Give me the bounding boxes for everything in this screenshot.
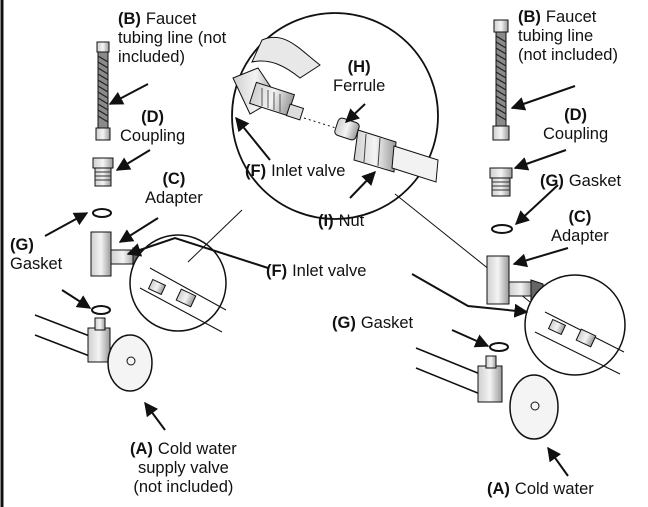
arrow-inlet-valve-detail	[235, 116, 271, 161]
arrow-left-adapter	[118, 217, 159, 243]
zoom-line-left	[187, 209, 243, 263]
arrow-left-cold-water	[144, 401, 166, 431]
arrow-right-gasket-top	[514, 184, 559, 225]
arrow-right-cold-water	[547, 446, 569, 477]
arrow-ferrule	[344, 103, 366, 123]
arrow-right-coupling	[513, 149, 567, 171]
label-right-gasket-bottom: (G)Gasket	[332, 314, 414, 332]
arrow-right-inlet-valve	[411, 273, 529, 318]
arrow-right-tubing	[510, 85, 576, 111]
center-magnified-detail	[231, 12, 439, 220]
arrow-left-gasket-top	[44, 212, 89, 237]
arrow-nut	[349, 170, 376, 199]
label-left-cold-water: (A)Cold water supply valve (not included…	[130, 440, 237, 496]
left-coupling	[92, 157, 114, 187]
label-left-faucet-tubing: (B)Faucet tubing line (not included)	[118, 10, 227, 66]
leader-arrows	[44, 83, 576, 477]
left-cold-water-valve	[34, 314, 153, 392]
right-faucet-tubing-line	[492, 19, 510, 141]
label-inlet-valve-detail: (F)Inlet valve	[245, 162, 346, 180]
label-inlet-valve: (F)Inlet valve	[266, 262, 367, 280]
left-inlet-detail-circle	[129, 234, 227, 333]
label-right-gasket-top: (G)Gasket	[540, 172, 622, 190]
left-gasket-top	[92, 208, 112, 218]
label-left-coupling: (D) Coupling	[120, 108, 186, 145]
label-nut: (I)Nut	[318, 212, 365, 230]
right-coupling	[489, 167, 513, 197]
arrow-left-tubing	[108, 83, 149, 105]
right-inlet-detail-circle	[524, 274, 626, 376]
arrow-right-gasket-bottom	[451, 329, 490, 348]
arrow-right-adapter	[512, 247, 569, 268]
arrow-left-coupling	[115, 149, 151, 171]
label-ferrule: (H) Ferrule	[333, 58, 386, 95]
label-right-coupling: (D) Coupling	[543, 106, 609, 143]
label-right-adapter: (C) Adapter	[551, 208, 609, 245]
right-gasket-bottom	[489, 342, 509, 352]
right-cold-water-valve	[415, 347, 559, 440]
label-right-cold-water: (A)Cold water	[487, 480, 594, 498]
label-left-gasket: (G) Gasket	[10, 236, 63, 273]
arrow-left-gasket-bottom	[61, 289, 92, 309]
label-left-adapter: (C) Adapter	[145, 170, 203, 207]
left-faucet-tubing-line	[95, 41, 111, 141]
label-right-faucet-tubing: (B)Faucet tubing line (not included)	[518, 8, 618, 64]
left-gasket-bottom	[91, 305, 111, 315]
arrow-left-inlet-valve	[126, 236, 269, 269]
right-gasket-top	[491, 224, 513, 234]
